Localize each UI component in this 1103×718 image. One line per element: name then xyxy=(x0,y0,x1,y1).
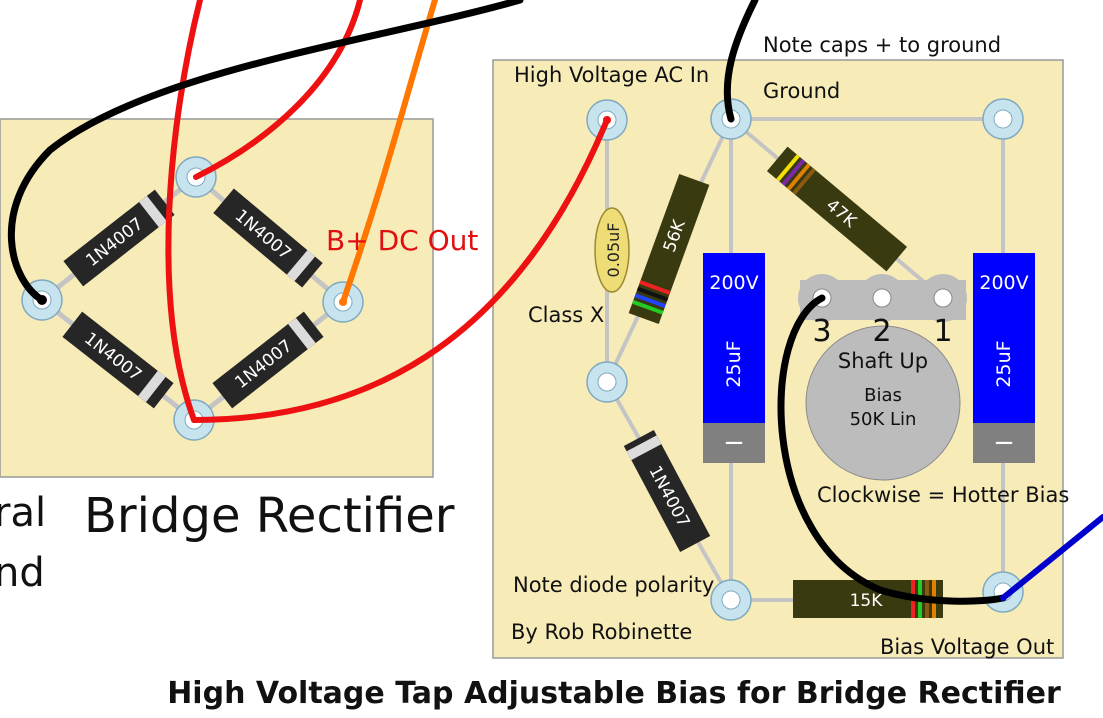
clockwise-note: Clockwise = Hotter Bias xyxy=(817,483,1069,507)
svg-text:1: 1 xyxy=(933,314,952,349)
bias-out-label: Bias Voltage Out xyxy=(880,635,1054,659)
bias-out-pad xyxy=(982,571,1024,613)
red-wire-top xyxy=(193,0,363,180)
svg-text:50K Lin: 50K Lin xyxy=(850,409,917,430)
diode-cathode-pad xyxy=(710,579,752,621)
svg-text:3: 3 xyxy=(812,314,831,349)
ground-label: Ground xyxy=(763,79,840,103)
bias-diode: 1N4007 xyxy=(623,430,711,552)
electrolytic-cap-right: 200V 25uF − xyxy=(973,253,1035,463)
cut-label-2: nd xyxy=(0,550,45,596)
black-wire-top xyxy=(723,0,759,123)
diagram-title: High Voltage Tap Adjustable Bias for Bri… xyxy=(167,676,1061,711)
bridge-rectifier-title: Bridge Rectifier xyxy=(84,488,455,544)
svg-text:Bias: Bias xyxy=(864,385,902,406)
svg-text:Shaft Up: Shaft Up xyxy=(838,349,928,373)
class-x-label: Class X xyxy=(528,303,604,327)
cut-label-1: ral xyxy=(0,490,46,536)
svg-text:200V: 200V xyxy=(709,272,758,294)
red-wire-left xyxy=(165,0,203,423)
svg-text:15K: 15K xyxy=(850,591,884,611)
svg-text:25uF: 25uF xyxy=(723,340,745,387)
black-wire-ground xyxy=(8,0,524,304)
svg-text:2: 2 xyxy=(872,314,891,349)
svg-text:25uF: 25uF xyxy=(993,340,1015,387)
author-label: By Rob Robinette xyxy=(511,620,692,644)
orange-wire xyxy=(340,0,438,305)
bridge-rectifier-board xyxy=(0,118,434,478)
b-plus-dc-out-label: B+ DC Out xyxy=(326,224,478,257)
bias-potentiometer: 3 2 1 Shaft Up Bias 50K Lin xyxy=(798,274,967,481)
black-wire-wiper xyxy=(777,294,1007,605)
electrolytic-cap-left: 200V 25uF − xyxy=(703,253,765,463)
bridge-diode-top-right: 1N4007 xyxy=(213,188,323,288)
resistor-56k: 56K xyxy=(628,173,710,325)
svg-text:0.05uF: 0.05uF xyxy=(604,223,623,278)
top-right-pad xyxy=(982,98,1024,140)
svg-text:−: − xyxy=(993,428,1015,458)
svg-text:−: − xyxy=(723,428,745,458)
mid-left-pad xyxy=(586,361,628,403)
blue-wire-bias-out xyxy=(1000,514,1103,601)
film-capacitor: 0.05uF xyxy=(594,207,630,293)
svg-text:200V: 200V xyxy=(979,272,1028,294)
caps-note-label: Note caps + to ground xyxy=(763,33,1001,57)
diode-note: Note diode polarity xyxy=(513,573,714,597)
ac-in-label: High Voltage AC In xyxy=(514,63,709,87)
red-wire-ac xyxy=(191,117,610,423)
